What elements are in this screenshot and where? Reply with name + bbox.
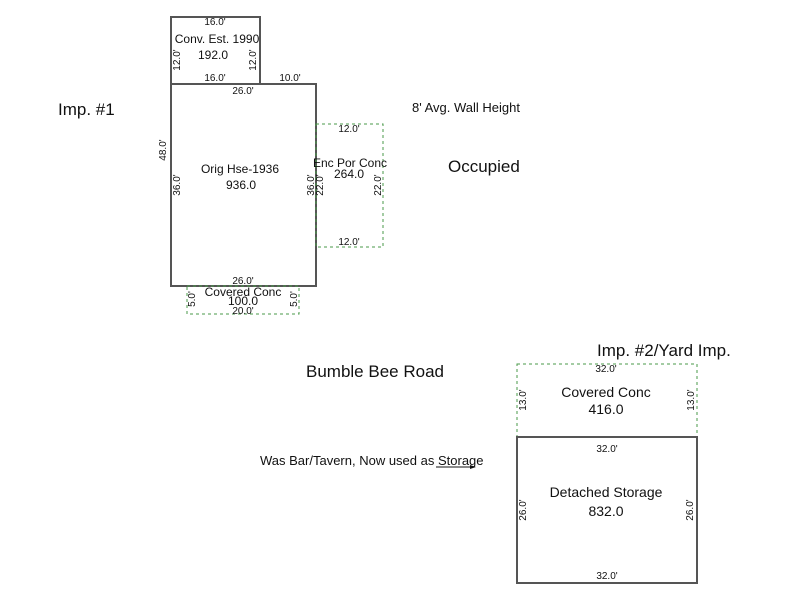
- encpor-dim-bottom: 12.0': [338, 237, 359, 248]
- covered-conc-2-area: 32.0' Covered Conc 416.0 13.0' 13.0': [516, 363, 698, 438]
- storage-dim-right: 26.0': [685, 499, 696, 520]
- occupied-label: Occupied: [448, 157, 520, 176]
- covconc2-dim-top: 32.0': [595, 364, 616, 375]
- conv-area: 16.0' Conv. Est. 1990 192.0 12.0' 12.0' …: [170, 16, 261, 85]
- imp1-label: Imp. #1: [58, 100, 115, 119]
- covconc1-dim-right: 5.0': [289, 291, 300, 307]
- orig-label: Orig Hse-1936: [201, 162, 279, 176]
- covconc1-label: Covered Conc: [205, 285, 282, 299]
- covconc1-area-value: 100.0: [228, 294, 258, 308]
- conv-dim-left: 12.0': [172, 49, 183, 70]
- encpor-dim-right: 22.0': [373, 174, 384, 195]
- orig-house-area: 10.0' 26.0' 48.0' 36.0' 36.0' Orig Hse-1…: [158, 73, 317, 287]
- orig-dim-top-ext: 10.0': [279, 73, 300, 84]
- covconc2-label: Covered Conc: [561, 384, 651, 400]
- wall-height-label: 8' Avg. Wall Height: [412, 100, 520, 115]
- orig-dim-bottom: 26.0': [232, 276, 253, 287]
- covconc1-dim-bottom: 20.0': [232, 306, 253, 317]
- detached-storage-area: 32.0' Detached Storage 832.0 26.0' 26.0'…: [516, 436, 698, 584]
- imp2-label: Imp. #2/Yard Imp.: [597, 341, 731, 360]
- detached-storage-outline: [516, 436, 698, 584]
- storage-label: Detached Storage: [550, 484, 663, 500]
- conv-dim-right: 12.0': [248, 49, 259, 70]
- covered-conc-1-area: Covered Conc 100.0 20.0' 5.0' 5.0': [186, 285, 300, 317]
- conv-dim-top: 16.0': [204, 17, 225, 28]
- covconc2-dim-left: 13.0': [518, 389, 529, 410]
- covered-conc-1-outline: [186, 285, 300, 315]
- encpor-dim-top: 12.0': [338, 124, 359, 135]
- covconc2-dim-right: 13.0': [686, 389, 697, 410]
- storage-note: Was Bar/Tavern, Now used as Storage: [260, 453, 484, 468]
- conv-label: Conv. Est. 1990: [175, 32, 260, 46]
- conv-dim-bottom: 16.0': [204, 73, 225, 84]
- orig-dim-outer-left: 48.0': [158, 139, 169, 160]
- orig-dim-inner-left: 36.0': [172, 174, 183, 195]
- enc-porch-area: 12.0' Enc Por Conc 264.0 22.0' 22.0' 12.…: [313, 123, 387, 248]
- orig-area-value: 936.0: [226, 178, 256, 192]
- storage-dim-bottom: 32.0': [596, 571, 617, 582]
- arrow-icon: [436, 465, 476, 469]
- orig-dim-inner-right: 36.0': [306, 174, 317, 195]
- orig-dim-top: 26.0': [232, 86, 253, 97]
- storage-area-value: 832.0: [588, 503, 623, 519]
- encpor-dim-left: 22.0': [315, 174, 326, 195]
- enc-porch-outline: [315, 123, 384, 248]
- covconc1-dim-left: 5.0': [187, 291, 198, 307]
- conv-area-value: 192.0: [198, 48, 228, 62]
- storage-dim-left: 26.0': [518, 499, 529, 520]
- encpor-area-value: 264.0: [334, 167, 364, 181]
- storage-dim-top: 32.0': [596, 444, 617, 455]
- encpor-label: Enc Por Conc: [313, 156, 387, 170]
- covconc2-area-value: 416.0: [588, 401, 623, 417]
- road-label: Bumble Bee Road: [306, 362, 444, 381]
